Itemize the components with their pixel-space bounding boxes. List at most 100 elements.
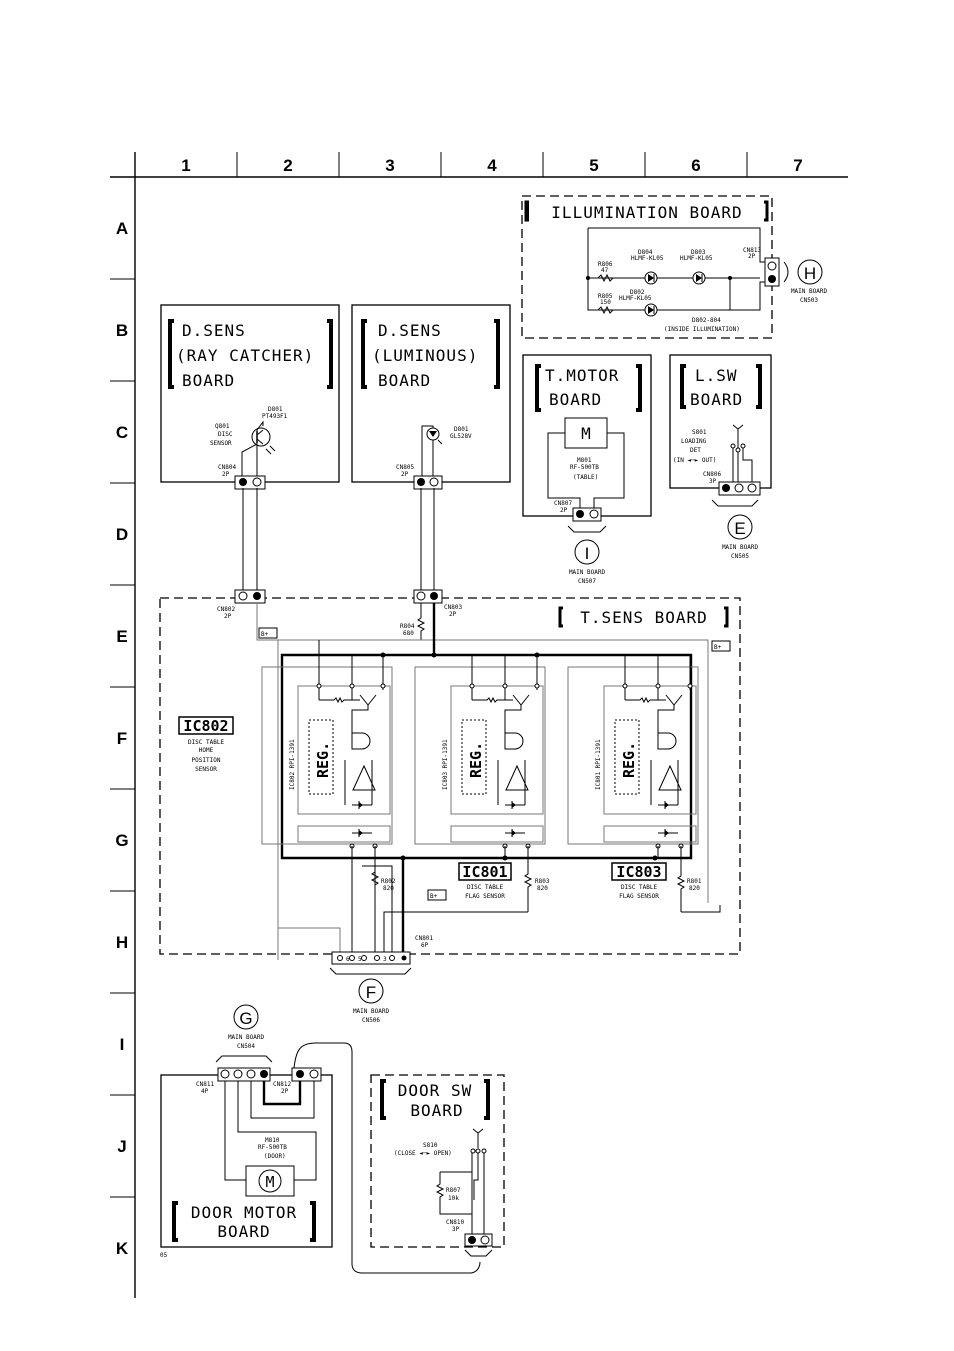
connector-g-line2: CN504 — [237, 1043, 255, 1050]
s810-action: (CLOSE ◄─► OPEN) — [394, 1150, 452, 1157]
cn802-label: CN802 — [217, 606, 235, 613]
door-motor-title-1: DOOR MOTOR — [191, 1203, 297, 1222]
door-sw-title-2: BOARD — [410, 1101, 463, 1120]
r804-label: R804 — [400, 623, 415, 630]
led-emitter-icon — [426, 427, 443, 445]
dsens-ray-title-1: D.SENS — [182, 321, 246, 340]
d804-led-icon — [644, 271, 658, 285]
cn813-pins: 2P — [748, 253, 756, 260]
cn804-pins: 2P — [222, 471, 230, 478]
d804-label: D804 — [638, 249, 653, 256]
connector-e-line1: MAIN BOARD — [722, 544, 759, 551]
dsens-ray-title-3: BOARD — [182, 371, 235, 390]
r806-resistor-icon — [597, 273, 614, 283]
ic802-line1: DISC TABLE — [188, 739, 225, 746]
grid-col-6: 6 — [691, 156, 700, 175]
ic801-line1: DISC TABLE — [467, 884, 504, 891]
r801-value: 820 — [689, 885, 700, 892]
grid-col-4: 4 — [487, 156, 497, 175]
ic802-line4: SENSOR — [195, 766, 217, 773]
grid-row-g: G — [115, 831, 128, 850]
bplus-tag-3 — [427, 889, 447, 901]
dsens-lum-d801-part: GL528V — [450, 433, 472, 440]
illumination-board-title: ILLUMINATION BOARD — [551, 203, 742, 222]
connector-h-letter: H — [804, 264, 816, 283]
comparator-icon-right — [658, 764, 682, 791]
cn804-label: CN804 — [218, 464, 236, 471]
dsens-lum-d801: D801 — [454, 426, 469, 433]
door-motor-title-2: BOARD — [217, 1222, 270, 1241]
connector-h-line2: CN503 — [800, 297, 818, 304]
bplus-label-2: B+ — [714, 644, 722, 651]
ic803-line2: FLAG SENSOR — [619, 893, 659, 900]
m801-note: (TABLE) — [573, 474, 598, 481]
dsens-luminous-board: D.SENS (LUMINOUS) BOARD D801 GL528V CN80… — [351, 304, 511, 490]
d802-part: HLMF-KL05 — [619, 295, 652, 302]
tmotor-title-1: T.MOTOR — [545, 366, 619, 385]
grid-row-c: C — [116, 423, 128, 442]
cn811-label: CN811 — [196, 1081, 214, 1088]
r805-value: 150 — [600, 299, 611, 306]
connector-i-line2: CN507 — [578, 578, 596, 585]
d803-part: HLMF-KL05 — [680, 255, 713, 262]
r805-label: R805 — [598, 293, 613, 300]
comparator-icon-left — [352, 764, 376, 791]
ic802-label: IC802 — [183, 717, 228, 735]
grid-col-1: 1 — [181, 156, 190, 175]
s810-label: S810 — [423, 1142, 438, 1149]
bplus-tag-2 — [711, 640, 731, 652]
illumination-note-2: (INSIDE ILLUMINATION) — [664, 326, 740, 333]
sensor-block-right: REG. IC801 RPI-1391 — [595, 655, 693, 872]
cn806-pins: 3P — [709, 478, 717, 485]
q801-line2: DISC — [218, 431, 233, 438]
r803-label: R803 — [535, 878, 550, 885]
cn801-pin-1: 1 — [401, 946, 405, 953]
grid-row-d: D — [116, 525, 128, 544]
dsens-lum-title-2: (LUMINOUS) — [372, 346, 478, 365]
r803-value: 820 — [537, 885, 548, 892]
grid-frame: 1 2 3 4 5 6 7 A B C D E F G H I J K — [110, 152, 848, 1298]
dsens-ray-d801: D801 — [268, 406, 283, 413]
cn810-label: CN810 — [446, 1219, 464, 1226]
d802-label: D802 — [630, 289, 645, 296]
cn802-pins: 2P — [224, 613, 232, 620]
tmotor-board: T.MOTOR BOARD M M801 RF-500TB (TABLE) CN… — [522, 354, 652, 533]
cn801-pin-3: 3 — [383, 956, 387, 963]
r807-value: 10k — [448, 1195, 459, 1202]
cn811-connector — [217, 1067, 271, 1082]
grid-col-7: 7 — [793, 156, 802, 175]
tmotor-title-2: BOARD — [549, 390, 602, 409]
cn813-label: CN813 — [743, 247, 761, 254]
lsw-board: L.SW BOARD S801 LOADING DET (IN ◄─► OUT)… — [669, 354, 772, 507]
cn812-label: CN812 — [273, 1081, 291, 1088]
cn811-pins: 4P — [201, 1088, 209, 1095]
d802-led-icon — [644, 303, 658, 317]
m810-note: (DOOR) — [264, 1153, 286, 1160]
cn812-pins: 2P — [281, 1088, 289, 1095]
connector-g: G MAIN BOARD CN504 — [215, 1004, 273, 1063]
door-motor-board: CN811 4P CN812 2P M810 RF-500TB (DOOR) M… — [160, 1067, 333, 1259]
grid-row-f: F — [117, 729, 127, 748]
connector-f-letter: F — [366, 983, 376, 1002]
connector-f-line1: MAIN BOARD — [353, 1008, 390, 1015]
door-motor-code: 05 — [160, 1252, 168, 1259]
r801-label: R801 — [687, 878, 702, 885]
ic803-label: IC803 — [616, 863, 661, 881]
m801-label: M801 — [577, 457, 592, 464]
ic-right-label: IC801 RPI-1391 — [595, 739, 602, 790]
tsens-board-title: T.SENS BOARD — [580, 608, 708, 627]
cn807-label: CN807 — [554, 500, 572, 507]
reg-label-right: REG. — [620, 742, 638, 778]
connector-i-letter: I — [585, 544, 590, 563]
r805-resistor-icon — [597, 305, 614, 315]
dsens-ray-catcher-board: D.SENS (RAY CATCHER) BOARD D801 PT493F1 … — [160, 304, 340, 490]
cn810-pins: 3P — [452, 1226, 460, 1233]
m810-label: M810 — [265, 1137, 280, 1144]
ic801-label: IC801 — [462, 863, 507, 881]
loading-switch-icon — [730, 424, 746, 453]
ic-left-label: IC802 RPI-1391 — [289, 739, 296, 790]
tsens-board: T.SENS BOARD CN802 2P CN803 2P R804 680 … — [159, 589, 741, 975]
grid-row-a: A — [116, 219, 128, 238]
s801-label: S801 — [692, 429, 707, 436]
grid-row-k: K — [116, 1239, 129, 1258]
